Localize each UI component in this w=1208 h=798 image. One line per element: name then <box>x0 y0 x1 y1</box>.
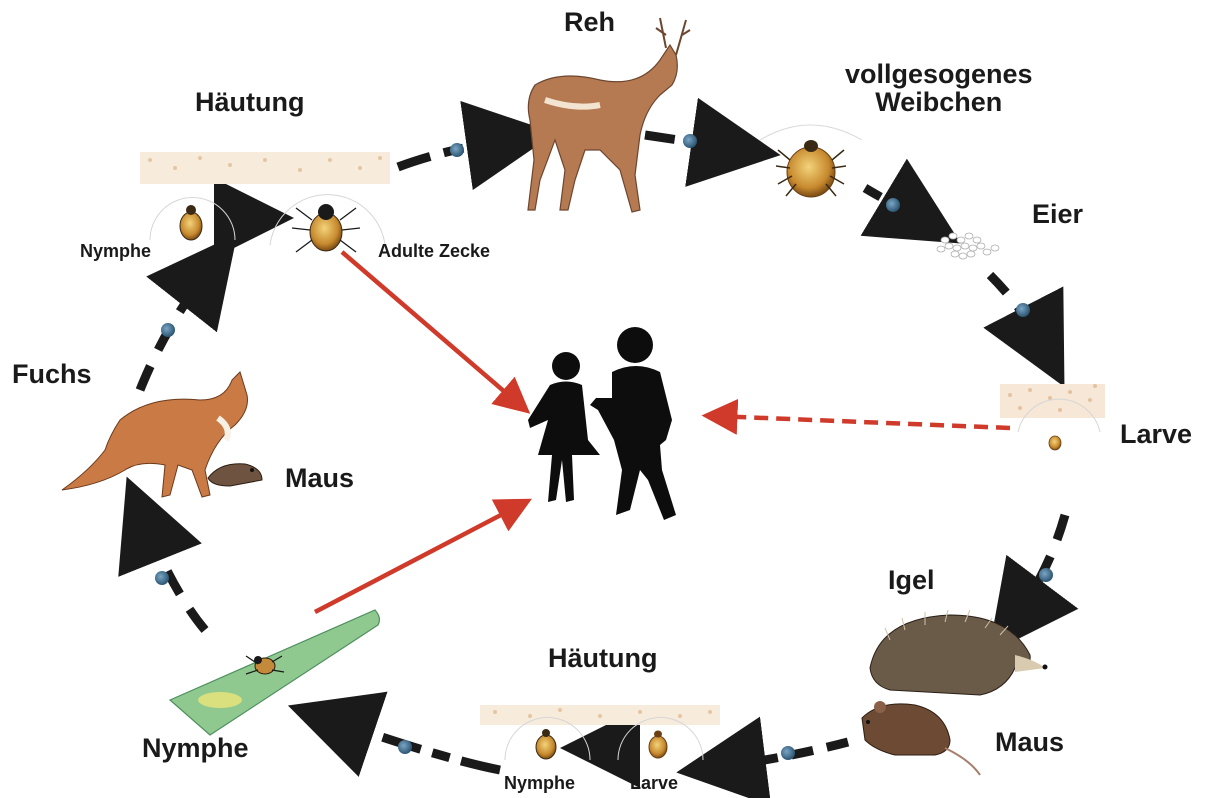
arrow-grass-to-fuchs <box>140 510 205 630</box>
top-molt-group <box>140 152 390 252</box>
arrow-larva-to-human <box>715 416 1010 428</box>
dot <box>1016 303 1030 317</box>
dot <box>1039 568 1053 582</box>
label-haeutung-bottom: Häutung <box>548 644 657 672</box>
label-fuchs: Fuchs <box>12 360 92 388</box>
label-maus-bottom: Maus <box>995 728 1064 756</box>
dot <box>161 323 175 337</box>
dot <box>155 571 169 585</box>
label-maus-left: Maus <box>285 464 354 492</box>
larva-on-skin <box>1000 384 1105 450</box>
dot <box>450 143 464 157</box>
label-reh: Reh <box>564 8 615 36</box>
dot <box>398 740 412 754</box>
label-larve: Larve <box>1120 420 1192 448</box>
eggs-cluster <box>937 233 999 259</box>
arrow-fuchs-to-nymphe-top <box>140 262 215 390</box>
label-larve-small-bottom: Larve <box>630 774 678 793</box>
label-igel: Igel <box>888 566 935 594</box>
hedgehog-illustration <box>870 610 1048 695</box>
label-haeutung-top: Häutung <box>195 88 304 116</box>
larva-tick-bottom <box>649 736 667 758</box>
dot <box>886 198 900 212</box>
dot <box>683 134 697 148</box>
label-vollgesogenes-weibchen: vollgesogenes Weibchen <box>845 60 1033 117</box>
label-vollgesogenes-line2: Weibchen <box>845 88 1033 116</box>
label-nymphe-grass: Nymphe <box>142 734 249 762</box>
engorged-female-tick <box>760 125 862 197</box>
label-eier: Eier <box>1032 200 1083 228</box>
dot <box>781 746 795 760</box>
nymph-tick-bottom <box>536 735 556 759</box>
label-vollgesogenes-line1: vollgesogenes <box>845 60 1033 88</box>
mouse-left-illustration <box>208 464 262 486</box>
arrow-maus-to-larve-small <box>712 742 848 768</box>
arrow-larve-to-igel <box>1010 515 1065 625</box>
arrow-adult-to-human <box>342 252 520 405</box>
deer-illustration <box>528 18 690 212</box>
label-nymphe-small-top: Nymphe <box>80 242 151 261</box>
arrow-nymph-to-human <box>315 505 520 612</box>
mouse-bottom-illustration <box>862 701 980 775</box>
humans-silhouette <box>528 327 676 520</box>
nymph-tick-top <box>180 212 202 240</box>
label-nymphe-small-bottom: Nymphe <box>504 774 575 793</box>
label-adulte-zecke: Adulte Zecke <box>378 242 490 261</box>
